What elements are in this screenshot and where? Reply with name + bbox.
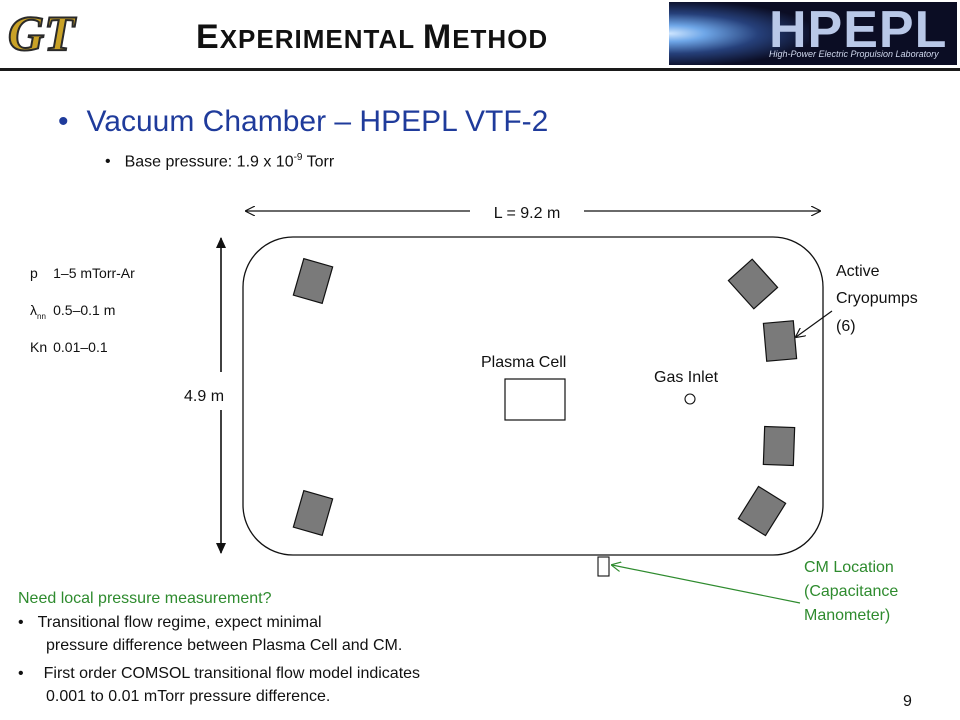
notes-bullet-1-cont: pressure difference between Plasma Cell … <box>46 637 403 654</box>
sub-bullet: •Base pressure: 1.9 x 10-9 Torr <box>105 152 335 171</box>
gas-inlet-port <box>684 393 696 405</box>
hpepl-logo-subtitle: High-Power Electric Propulsion Laborator… <box>769 49 939 59</box>
parameter-table: p 1–5 mTorr-Ar λnn 0.5–0.1 m Kn 0.01–0.1 <box>30 265 141 376</box>
gt-logo-text: GT <box>8 6 77 60</box>
cryopump-1 <box>292 257 334 305</box>
gt-logo: GT <box>7 6 78 60</box>
page-title: EXPERIMENTAL METHOD <box>196 18 549 56</box>
main-bullet: •Vacuum Chamber – HPEPL VTF-2 <box>58 105 549 138</box>
cryopumps-pointer <box>796 310 833 337</box>
cm-sensor <box>597 556 610 577</box>
notes-bullet-2: •First order COMSOL transitional flow mo… <box>18 665 421 682</box>
cryopump-3 <box>727 258 779 310</box>
plasma-cell-label: Plasma Cell <box>481 354 566 371</box>
notes-heading: Need local pressure measurement? <box>18 590 272 607</box>
notes-bullet-2-cont: 0.001 to 0.01 mTorr pressure difference. <box>46 688 331 705</box>
gas-inlet-label: Gas Inlet <box>654 369 719 386</box>
page-number: 9 <box>903 693 912 710</box>
cryopump-4 <box>762 320 798 362</box>
chamber-outline <box>242 236 824 556</box>
cryopump-6 <box>737 485 787 537</box>
param-row-pressure: p 1–5 mTorr-Ar <box>30 265 135 281</box>
cryopump-2 <box>292 489 334 537</box>
cryopumps-label: Active Cryopumps (6) <box>836 263 922 335</box>
title-divider <box>0 68 960 71</box>
cm-pointer <box>612 565 801 604</box>
param-row-knudsen: Kn 0.01–0.1 <box>30 339 108 355</box>
length-label: L = 9.2 m <box>494 205 561 222</box>
notes-bullet-1: •Transitional flow regime, expect minima… <box>18 614 322 631</box>
plasma-cell-box <box>504 378 566 421</box>
hpepl-logo: HPEPL High-Power Electric Propulsion Lab… <box>669 2 957 65</box>
thruster-plume-graphic <box>669 2 809 65</box>
cryopump-5 <box>762 425 796 467</box>
main-bullet-text: Vacuum Chamber – HPEPL VTF-2 <box>86 105 549 138</box>
cm-location-label: CM Location (Capacitance Manometer) <box>804 559 899 624</box>
height-label: 4.9 m <box>184 388 224 405</box>
param-row-mean-free-path: λnn 0.5–0.1 m <box>30 302 116 321</box>
hpepl-logo-title: HPEPL <box>769 2 948 59</box>
